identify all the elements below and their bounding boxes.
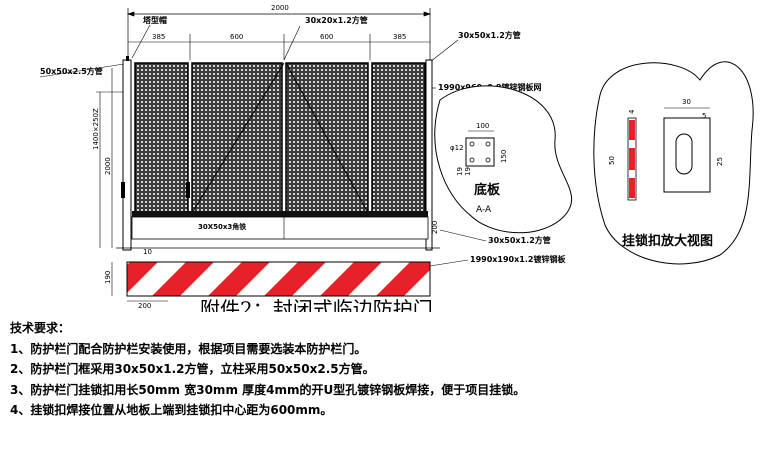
right-post	[425, 59, 433, 251]
lower-frame	[131, 216, 429, 240]
dim-lock-30: 30	[682, 98, 691, 106]
dim-plate-19b: 19	[464, 167, 472, 176]
dim-bottom-10: 10	[143, 248, 152, 256]
dim-mid-left: 600	[230, 33, 243, 41]
page-title: 附件2：封闭式临边防护门	[200, 297, 433, 312]
base-plate-callout	[434, 85, 573, 234]
bolt-hole-icon	[469, 141, 475, 147]
label-section: A-A	[476, 205, 492, 215]
lock-buckle-left	[121, 182, 125, 198]
dim-lock-4: 4	[628, 109, 636, 114]
dim-plate-19a: 19	[456, 167, 464, 176]
label-angle-iron: 30X50x3角铁	[198, 222, 246, 231]
dim-bottom-200: 200	[431, 221, 439, 234]
base-plate-square	[465, 137, 495, 167]
label-bottom-tube: 30x50x1.2方管	[488, 235, 551, 245]
dim-mid-right: 600	[320, 33, 333, 41]
dim-side-total: 2000	[104, 157, 112, 175]
label-right-tube: 30x50x1.2方管	[458, 30, 521, 40]
label-base-plate: 底板	[474, 182, 501, 198]
dim-lock-50: 50	[608, 156, 616, 165]
dim-total-text: 2000	[271, 4, 289, 12]
tech-requirements: 技术要求： 1、防护栏门配合防护栏安装使用，根据项目需要选装本防护栏门。 2、防…	[10, 318, 525, 421]
leader-kick-plate	[429, 259, 469, 267]
dim-side-1400: 1400×250Z	[92, 108, 100, 150]
label-post: 50x50x2.5方管	[40, 66, 103, 76]
kick-plate	[126, 261, 431, 297]
post-cap	[126, 56, 129, 61]
tech-item: 4、挂锁扣焊接位置从地板上端到挂锁扣中心距为600mm。	[10, 403, 333, 417]
dim-lock-5: 5	[702, 112, 706, 120]
leader-bottom-tube	[439, 229, 487, 242]
dim-right-seg: 385	[393, 33, 406, 41]
dim-stripe-seg: 200	[138, 302, 151, 310]
dim-side	[96, 68, 124, 248]
dim-plate-100: 100	[476, 122, 489, 130]
label-lock-view: 挂锁扣放大视图	[622, 233, 713, 249]
dim-plate-phi: φ12	[450, 144, 464, 152]
tech-heading: 技术要求：	[10, 321, 71, 335]
leader-right-tube	[429, 39, 459, 63]
dim-stripe-height: 190	[104, 271, 112, 284]
bolt-hole-icon	[469, 157, 475, 163]
lock-buckle-mid	[186, 182, 190, 198]
dim-lock-25: 25	[716, 157, 724, 166]
tech-item: 1、防护栏门配合防护栏安装使用，根据项目需要选装本防护栏门。	[10, 341, 367, 356]
lock-side-view	[627, 117, 637, 201]
door-panels	[134, 62, 426, 214]
tech-item: 3、防护栏门挂锁扣用长50mm 宽30mm 厚度4mm的开U型孔镀锌钢板焊接，便…	[10, 382, 526, 397]
label-top-cap: 塔型帽	[143, 15, 167, 25]
angle-iron-bar	[132, 211, 428, 217]
label-mid-tube: 30x20x1.2方管	[305, 15, 368, 25]
dim-total-width	[126, 8, 432, 60]
door-drawing: 2000 385 600 600 385 塔型帽 30x20x1.2方管 30x…	[39, 4, 754, 312]
bolt-hole-icon	[485, 157, 491, 163]
bolt-hole-icon	[485, 141, 491, 147]
label-kick-plate: 1990x190x1.2镀锌钢板	[470, 254, 566, 264]
dim-segments	[128, 34, 430, 60]
tech-item: 2、防护栏门框采用30x50x1.2方管，立柱采用50x50x2.5方管。	[10, 362, 375, 376]
leader-top-cap	[131, 24, 151, 59]
dim-left-seg: 385	[152, 33, 165, 41]
left-post	[122, 59, 132, 251]
leader-post	[39, 63, 125, 78]
lock-u-slot	[675, 133, 693, 175]
leader-mid-tube	[283, 25, 301, 61]
dim-plate-150: 150	[500, 150, 508, 163]
